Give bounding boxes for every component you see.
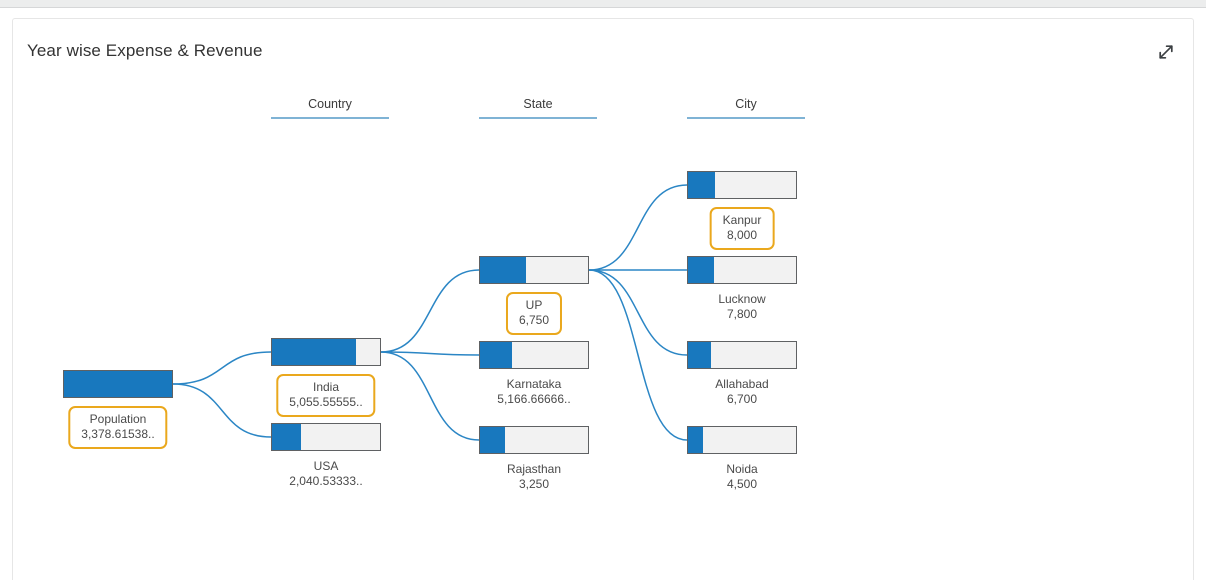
column-header-country: Country bbox=[271, 97, 389, 119]
tree-node-name-karnataka: Karnataka bbox=[506, 377, 562, 391]
tree-node-name-india: India bbox=[312, 380, 340, 394]
column-header-city-label: City bbox=[735, 97, 757, 111]
tree-node-value-kanpur: 8,000 bbox=[726, 228, 758, 242]
column-header-state-rule bbox=[479, 117, 597, 119]
column-header-country-rule bbox=[271, 117, 389, 119]
column-header-state-label: State bbox=[523, 97, 553, 111]
tree-node-value-lucknow: 7,800 bbox=[726, 307, 758, 321]
tree-node-value-population: 3,378.61538.. bbox=[81, 427, 155, 441]
tree-node-bar-fill-noida bbox=[688, 427, 704, 453]
tree-node-name-noida: Noida bbox=[726, 462, 758, 476]
tree-link-population-to-india bbox=[172, 351, 272, 385]
tree-node-bar-fill-kanpur bbox=[688, 172, 715, 198]
page-title: Year wise Expense & Revenue bbox=[27, 41, 263, 60]
tree-node-name-rajasthan: Rajasthan bbox=[506, 462, 562, 476]
tree-node-bar-karnataka[interactable] bbox=[479, 341, 589, 369]
tree-node-bar-fill-rajasthan bbox=[480, 427, 505, 453]
column-header-country-label: Country bbox=[308, 97, 352, 111]
chart-card: Year wise Expense & Revenue Country Stat… bbox=[12, 18, 1194, 580]
tree-link-up-to-noida bbox=[588, 269, 688, 441]
tree-node-bar-fill-up bbox=[480, 257, 527, 283]
browser-top-strip bbox=[0, 0, 1206, 8]
tree-node-value-noida: 4,500 bbox=[726, 477, 758, 491]
tree-link-india-to-karnataka bbox=[380, 351, 480, 356]
tree-node-name-kanpur: Kanpur bbox=[722, 213, 762, 227]
column-header-city-rule bbox=[687, 117, 805, 119]
tree-node-name-population: Population bbox=[89, 412, 147, 426]
tree-node-name-up: UP bbox=[525, 298, 543, 312]
tree-link-population-to-usa bbox=[172, 383, 272, 438]
tree-node-bar-usa[interactable] bbox=[271, 423, 381, 451]
column-header-state: State bbox=[479, 97, 597, 119]
tree-node-value-karnataka: 5,166.66666.. bbox=[497, 392, 571, 406]
expand-diagonal-icon[interactable] bbox=[1153, 39, 1179, 65]
tree-node-bar-fill-lucknow bbox=[688, 257, 714, 283]
tree-node-bar-fill-allahabad bbox=[688, 342, 711, 368]
tree-node-bar-fill-india bbox=[272, 339, 357, 365]
tree-link-india-to-rajasthan bbox=[380, 351, 480, 441]
tree-node-value-allahabad: 6,700 bbox=[726, 392, 758, 406]
tree-node-bar-allahabad[interactable] bbox=[687, 341, 797, 369]
tree-node-name-lucknow: Lucknow bbox=[718, 292, 766, 306]
tree-node-bar-fill-population bbox=[64, 371, 172, 397]
tree-node-name-allahabad: Allahabad bbox=[715, 377, 769, 391]
tree-link-layer bbox=[172, 184, 688, 441]
tree-link-up-to-kanpur bbox=[588, 184, 688, 271]
tree-node-name-usa: USA bbox=[313, 459, 339, 473]
tree-node-bar-noida[interactable] bbox=[687, 426, 797, 454]
tree-node-value-rajasthan: 3,250 bbox=[518, 477, 550, 491]
tree-node-value-usa: 2,040.53333.. bbox=[289, 474, 363, 488]
tree-node-bar-fill-usa bbox=[272, 424, 302, 450]
tree-node-value-up: 6,750 bbox=[518, 313, 550, 327]
tree-node-bar-fill-karnataka bbox=[480, 342, 513, 368]
tree-link-india-to-up bbox=[380, 269, 480, 353]
tree-node-bar-rajasthan[interactable] bbox=[479, 426, 589, 454]
tree-link-up-to-allahabad bbox=[588, 269, 688, 356]
tree-node-bar-india[interactable] bbox=[271, 338, 381, 366]
tree-node-bar-kanpur[interactable] bbox=[687, 171, 797, 199]
tree-node-value-india: 5,055.55555.. bbox=[289, 395, 363, 409]
tree-node-bar-lucknow[interactable] bbox=[687, 256, 797, 284]
column-header-city: City bbox=[687, 97, 805, 119]
tree-node-bar-population[interactable] bbox=[63, 370, 173, 398]
tree-node-bar-up[interactable] bbox=[479, 256, 589, 284]
